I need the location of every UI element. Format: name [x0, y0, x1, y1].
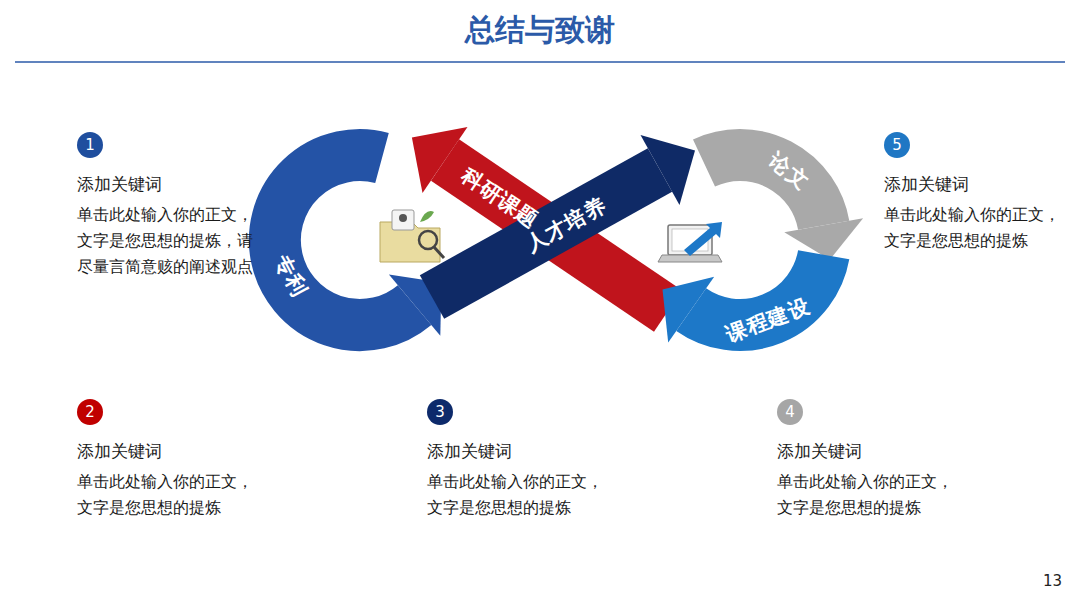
keyword-heading: 添加关键词	[77, 439, 262, 463]
callout-number: 2	[77, 399, 103, 425]
keyword-item: 3 添加关键词单击此处输入你的正文，文字是您思想的提炼	[427, 399, 612, 521]
keyword-item: 1 添加关键词单击此处输入你的正文，文字是您思想的提炼，请尽量言简意赅的阐述观点	[77, 132, 262, 280]
gray-arc	[704, 155, 824, 225]
body-text: 单击此处输入你的正文，文字是您思想的提炼，请尽量言简意赅的阐述观点	[77, 202, 262, 280]
laptop-icon	[658, 222, 722, 262]
page-number: 13	[1043, 572, 1062, 590]
folder-icon	[380, 210, 444, 262]
lightblue-arrowhead	[663, 277, 715, 343]
title-rule	[15, 61, 1065, 63]
keyword-item: 5 添加关键词单击此处输入你的正文，文字是您思想的提炼	[884, 132, 1069, 254]
keyword-item: 4 添加关键词单击此处输入你的正文，文字是您思想的提炼	[777, 399, 962, 521]
body-text: 单击此处输入你的正文，文字是您思想的提炼	[427, 469, 612, 521]
keyword-heading: 添加关键词	[777, 439, 962, 463]
callout-number: 5	[884, 132, 910, 158]
slide-title: 总结与致谢	[0, 10, 1080, 51]
body-text: 单击此处输入你的正文，文字是您思想的提炼	[884, 202, 1069, 254]
gray-arrowhead	[784, 218, 863, 260]
navy-arrowhead	[641, 135, 696, 205]
keyword-item: 2 添加关键词单击此处输入你的正文，文字是您思想的提炼	[77, 399, 262, 521]
body-text: 单击此处输入你的正文，文字是您思想的提炼	[77, 469, 262, 521]
keyword-heading: 添加关键词	[884, 172, 1069, 196]
keyword-heading: 添加关键词	[77, 172, 262, 196]
callout-number: 4	[777, 399, 803, 425]
callout-number: 3	[427, 399, 453, 425]
body-text: 单击此处输入你的正文，文字是您思想的提炼	[777, 469, 962, 521]
keyword-heading: 添加关键词	[427, 439, 612, 463]
callout-number: 1	[77, 132, 103, 158]
